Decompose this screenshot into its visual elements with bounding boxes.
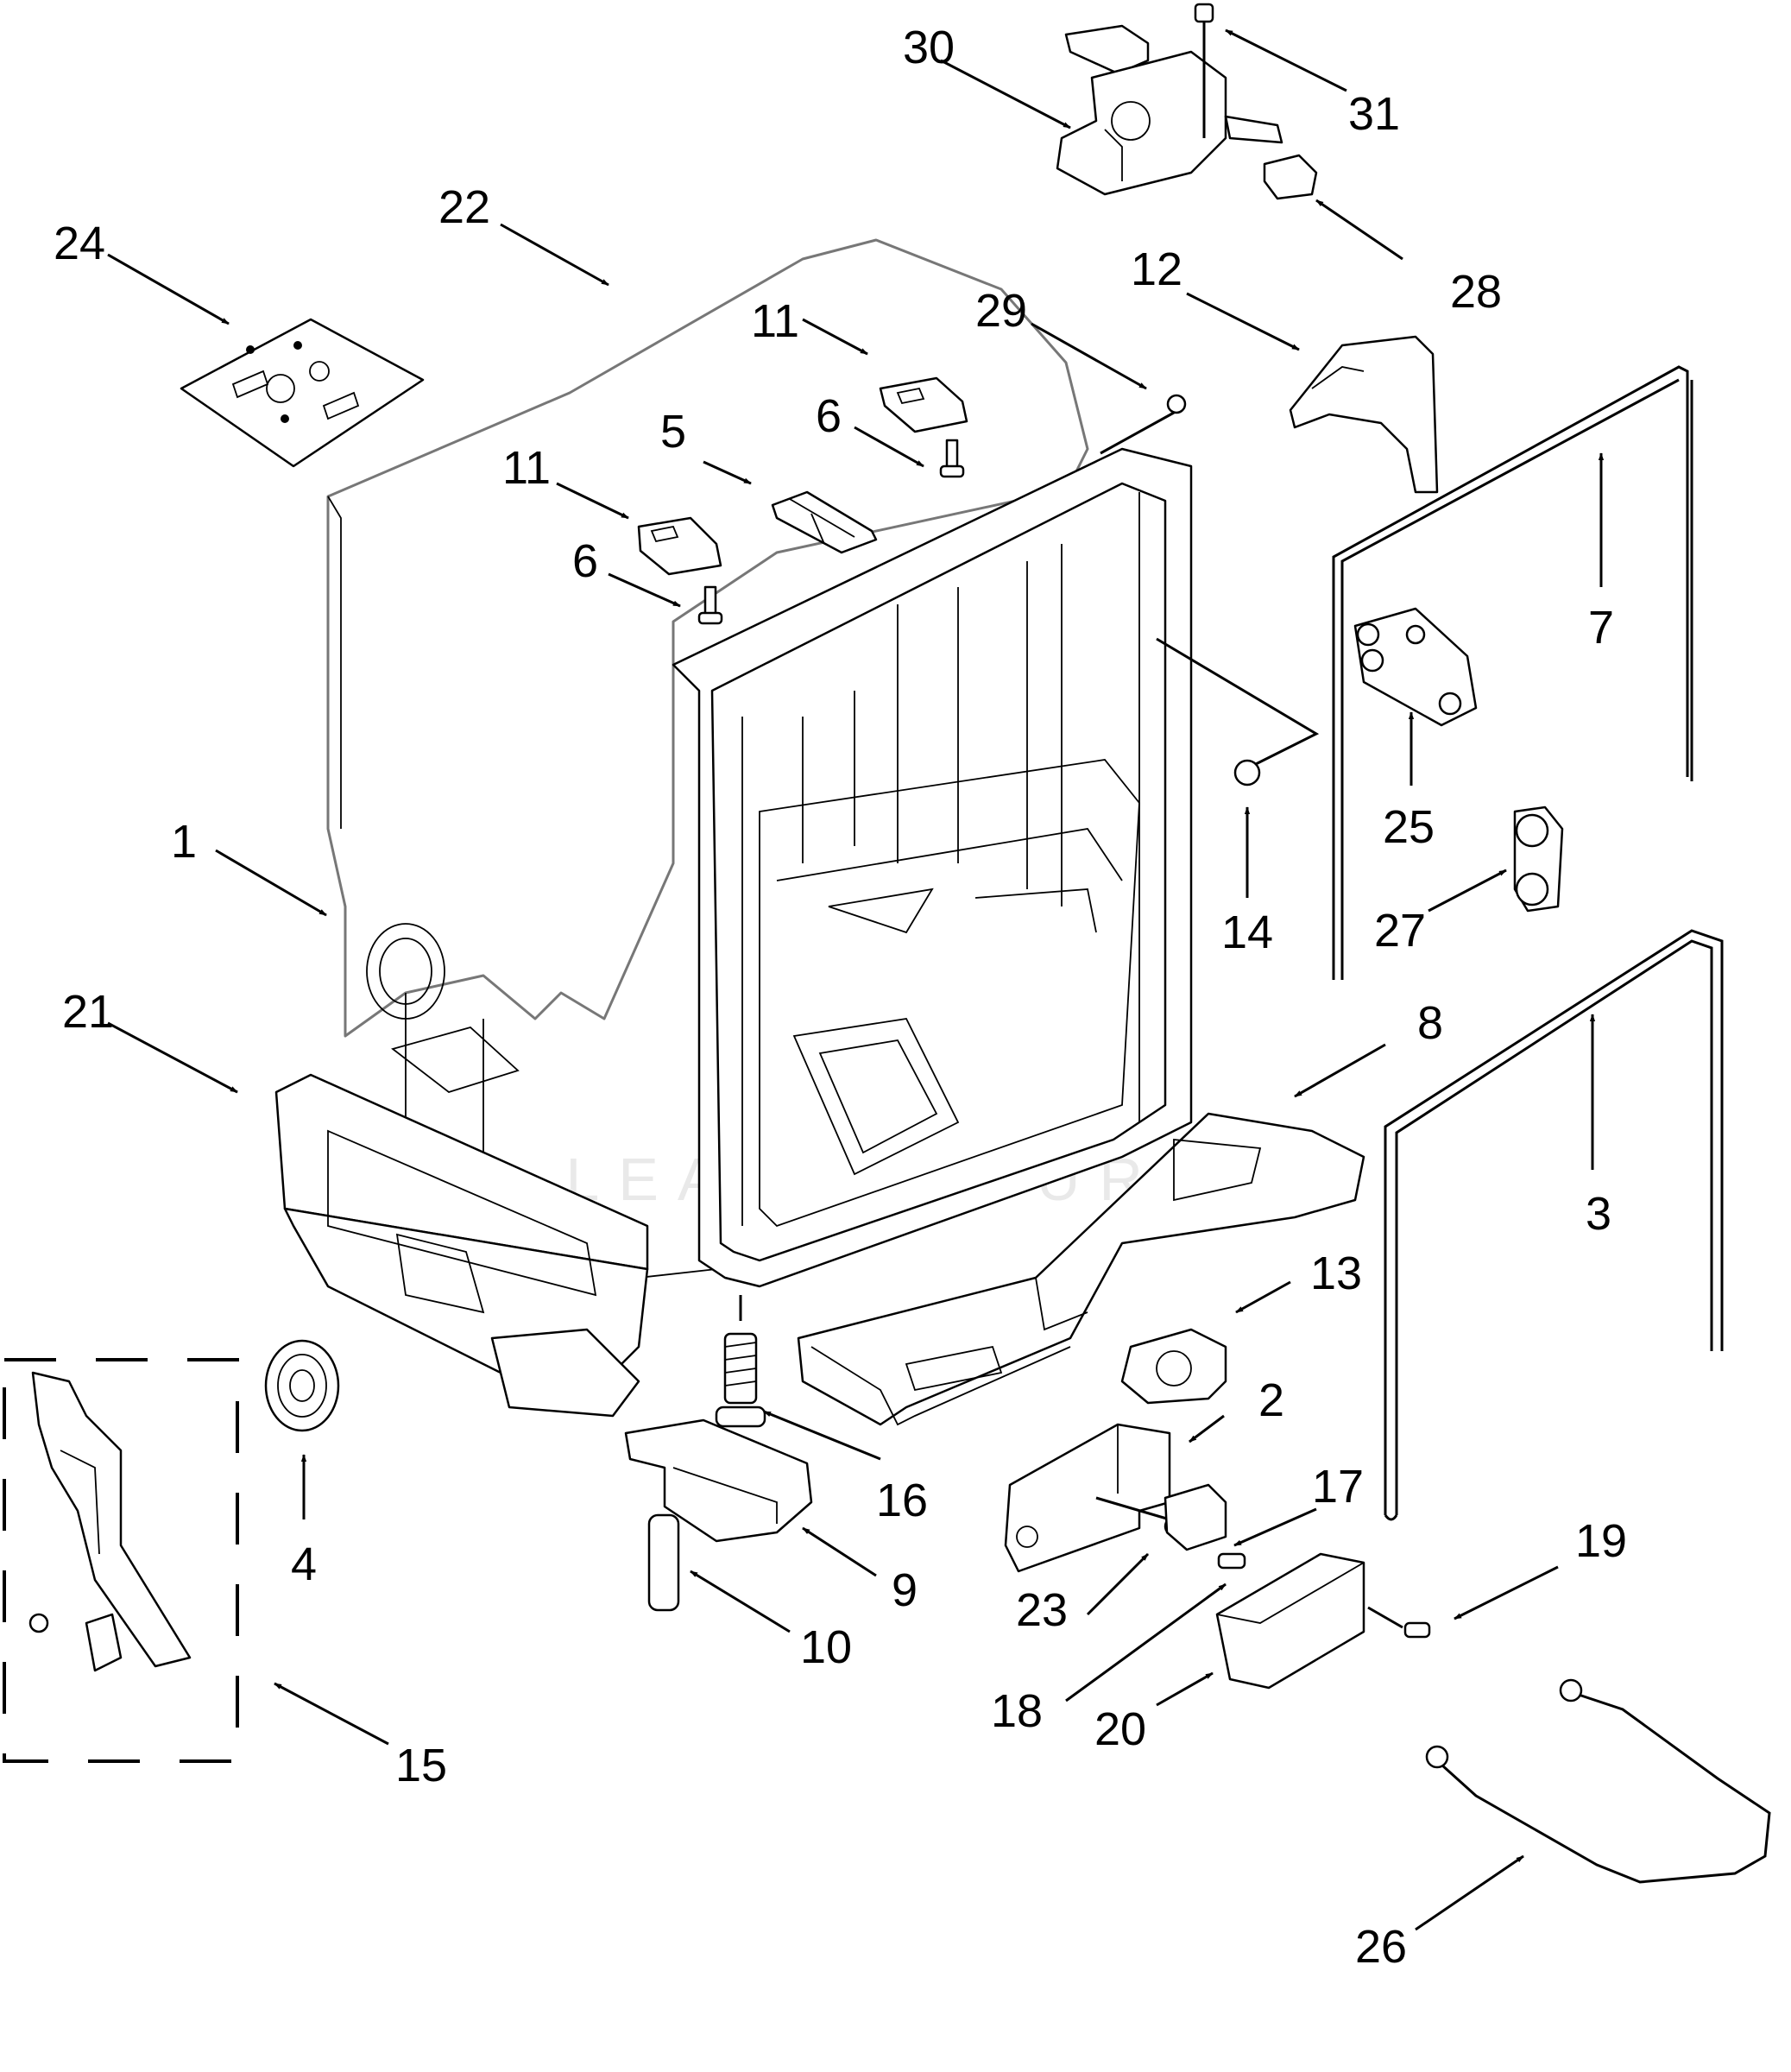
- part-17-terminal-block: [1164, 1483, 1227, 1551]
- part-6-screw-lower: [697, 585, 723, 625]
- callout-2: 2: [1258, 1374, 1284, 1426]
- callout-15: 15: [395, 1740, 447, 1791]
- part-11-bracket-upper: [879, 376, 968, 433]
- part-29-fastener: [1100, 394, 1187, 455]
- part-18-screw: [1217, 1552, 1246, 1570]
- callout-9: 9: [892, 1564, 918, 1616]
- part-25-roller-bracket: [1353, 607, 1478, 727]
- callout-27: 27: [1374, 905, 1426, 957]
- part-14-plug: [1156, 637, 1320, 786]
- callout-13: 13: [1310, 1248, 1362, 1299]
- callout-24: 24: [54, 218, 105, 269]
- part-27-roller: [1513, 805, 1564, 913]
- callout-12: 12: [1131, 243, 1182, 295]
- part-1-tub-assembly: [672, 447, 1193, 1288]
- callout-31: 31: [1348, 88, 1400, 140]
- callout-20: 20: [1094, 1703, 1146, 1755]
- callout-14: 14: [1221, 906, 1273, 958]
- callout-17: 17: [1312, 1461, 1364, 1513]
- callout-28: 28: [1450, 266, 1502, 318]
- callout-25: 25: [1383, 801, 1435, 853]
- callout-10: 10: [800, 1621, 852, 1673]
- part-9-front-channel: [624, 1418, 813, 1543]
- part-6-screw-upper: [939, 439, 965, 478]
- callout-18: 18: [991, 1685, 1043, 1737]
- callout-5: 5: [660, 406, 686, 458]
- part-28-clip: [1263, 154, 1318, 200]
- callout-11-upper: 11: [751, 295, 799, 347]
- part-19-screw: [1367, 1606, 1431, 1639]
- callout-11-lower: 11: [502, 442, 551, 494]
- callout-29: 29: [975, 285, 1027, 337]
- part-15-hose-assembly: [3, 1358, 239, 1763]
- callout-21: 21: [62, 986, 114, 1038]
- part-12-corner-bracket: [1289, 335, 1439, 494]
- part-13-sump-cover: [1120, 1328, 1227, 1405]
- callout-1: 1: [171, 816, 197, 868]
- part-24-hardware-bag: [180, 318, 425, 468]
- callout-8: 8: [1417, 997, 1443, 1049]
- callout-4: 4: [291, 1538, 317, 1590]
- callout-30: 30: [903, 22, 955, 73]
- part-26-wire-harness: [1425, 1678, 1771, 1884]
- part-20-junction-box: [1215, 1552, 1365, 1690]
- callout-3: 3: [1586, 1188, 1611, 1240]
- part-4-wheel: [264, 1339, 340, 1432]
- part-30-actuator-assembly: [1056, 24, 1283, 196]
- callout-19: 19: [1575, 1515, 1627, 1567]
- callout-26: 26: [1355, 1921, 1407, 1973]
- part-31-screw: [1194, 3, 1214, 138]
- part-10-tube: [647, 1513, 680, 1612]
- callout-6-upper: 6: [816, 390, 842, 442]
- callout-23: 23: [1016, 1584, 1068, 1636]
- part-5-clip: [771, 490, 878, 554]
- part-7-door-gasket: [1332, 365, 1693, 980]
- part-16-leveling-foot: [715, 1295, 766, 1428]
- part-3-tub-gasket: [1384, 929, 1724, 1521]
- callout-labels: 1 2 3 4 5 6 6 7 8 9 10 11 11 12 13 14 15…: [54, 22, 1627, 1973]
- callout-16: 16: [876, 1475, 928, 1526]
- callout-7: 7: [1588, 602, 1614, 654]
- callout-6-lower: 6: [572, 535, 598, 587]
- part-2-wire-bracket: [1004, 1423, 1171, 1573]
- part-8-base: [797, 1112, 1365, 1426]
- callout-22: 22: [438, 181, 490, 233]
- callout-arrows: [107, 28, 1605, 1931]
- part-11-bracket-lower: [637, 516, 722, 576]
- part-21-front-frame: [274, 1073, 649, 1418]
